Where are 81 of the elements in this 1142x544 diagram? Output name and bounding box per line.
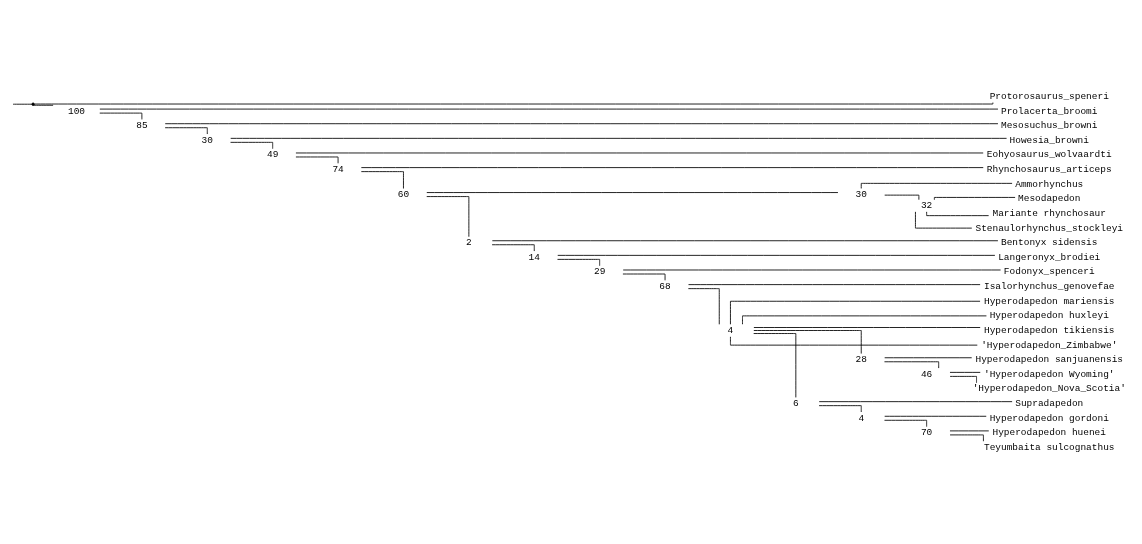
connector — [730, 300, 981, 325]
connector — [753, 330, 862, 354]
node-text: Howesia_browni — [1009, 134, 1089, 146]
connector — [742, 315, 987, 325]
node-text: Fodonyx_spenceri — [1003, 266, 1095, 278]
connector — [426, 196, 470, 238]
node-text: 4 — [858, 412, 865, 424]
connector — [926, 211, 990, 217]
connector — [491, 244, 535, 252]
node-text: Hyperodapedon sanjuanensis — [975, 354, 1123, 366]
connector — [730, 336, 978, 346]
node-text: 85 — [136, 120, 148, 132]
node-text: Isalorhynchus_genovefae — [984, 281, 1115, 293]
connector — [164, 127, 208, 135]
node-text: 6 — [793, 398, 799, 410]
node-text: Hyperodapedon tikiensis — [984, 324, 1115, 336]
connector — [426, 192, 839, 193]
node-text: Prolacerta_broomi — [1001, 105, 1098, 117]
connector — [860, 182, 1013, 189]
node-text: 'Hyperodapedon_Zimbabwe' — [981, 339, 1118, 351]
connector — [12, 103, 33, 105]
connector — [884, 415, 987, 417]
node-text: 60 — [397, 188, 410, 200]
node-text: 74 — [332, 164, 344, 176]
node-text: 'Hyperodapedon_Nova_Scotia' — [972, 383, 1126, 395]
node-text: Supradapedon — [1015, 398, 1084, 410]
node-text: 70 — [920, 427, 933, 439]
node-text: 46 — [920, 368, 933, 380]
connector — [818, 401, 1013, 403]
connector — [164, 123, 999, 125]
node-text: Hyperodapedon huxleyi — [989, 310, 1109, 322]
node-text: Hyperodapedon mariensis — [984, 295, 1115, 307]
node-text: Ammorhynchus — [1015, 178, 1084, 190]
node-text: 14 — [528, 251, 540, 263]
connector — [33, 104, 54, 106]
node-text: 32 — [920, 200, 933, 212]
node-text: 'Hyperodapedon Wyoming' — [984, 368, 1115, 380]
node-text: Protorosaurus_speneri — [989, 90, 1109, 102]
node-text: Stenaulorhynchus_stockleyi — [975, 222, 1123, 234]
connector — [687, 288, 720, 325]
node-text: Langeronyx_brodiei — [998, 251, 1101, 263]
connector — [884, 194, 920, 201]
connector — [884, 361, 940, 369]
connector — [884, 419, 928, 428]
connector — [557, 254, 996, 256]
node-text: Teyumbaita sulcognathus — [984, 441, 1115, 453]
connector — [818, 405, 862, 413]
connector — [557, 258, 601, 267]
connector — [753, 327, 981, 328]
connector — [99, 112, 143, 120]
node-text: 68 — [659, 281, 671, 293]
connector — [230, 137, 1007, 139]
node-text: 2 — [466, 237, 472, 249]
node-text: Eohyosaurus_wolvaardti — [986, 149, 1112, 161]
node-text: Rhynchosaurus_articeps — [986, 164, 1112, 176]
connector — [33, 102, 994, 105]
connector — [360, 171, 404, 189]
connector — [915, 211, 973, 229]
node-point — [31, 102, 35, 106]
connector — [933, 197, 1016, 201]
node-text: 4 — [727, 324, 734, 336]
node-text: Mariante rhynchosaur — [992, 207, 1106, 219]
node-text: 100 — [67, 105, 86, 117]
node-text: 29 — [593, 266, 606, 278]
node-text: 28 — [855, 354, 867, 366]
connector — [360, 167, 984, 169]
node-text: 30 — [855, 188, 867, 200]
connector — [949, 375, 977, 384]
node-text: Hyperodapedon gordoni — [989, 412, 1109, 424]
connector — [753, 333, 797, 398]
node-text: Mesosuchus_browni — [1001, 120, 1098, 132]
connector — [230, 141, 274, 150]
node-text: 30 — [201, 134, 213, 146]
connector — [949, 371, 981, 373]
connector — [491, 240, 999, 242]
node-text: Mesodapedon — [1018, 193, 1081, 205]
connector — [949, 434, 984, 442]
node-text: Hyperodapedon huenei — [992, 427, 1106, 439]
node-text: Bentonyx sidensis — [1001, 237, 1098, 249]
connector — [688, 284, 981, 286]
node-text: 49 — [267, 149, 279, 161]
